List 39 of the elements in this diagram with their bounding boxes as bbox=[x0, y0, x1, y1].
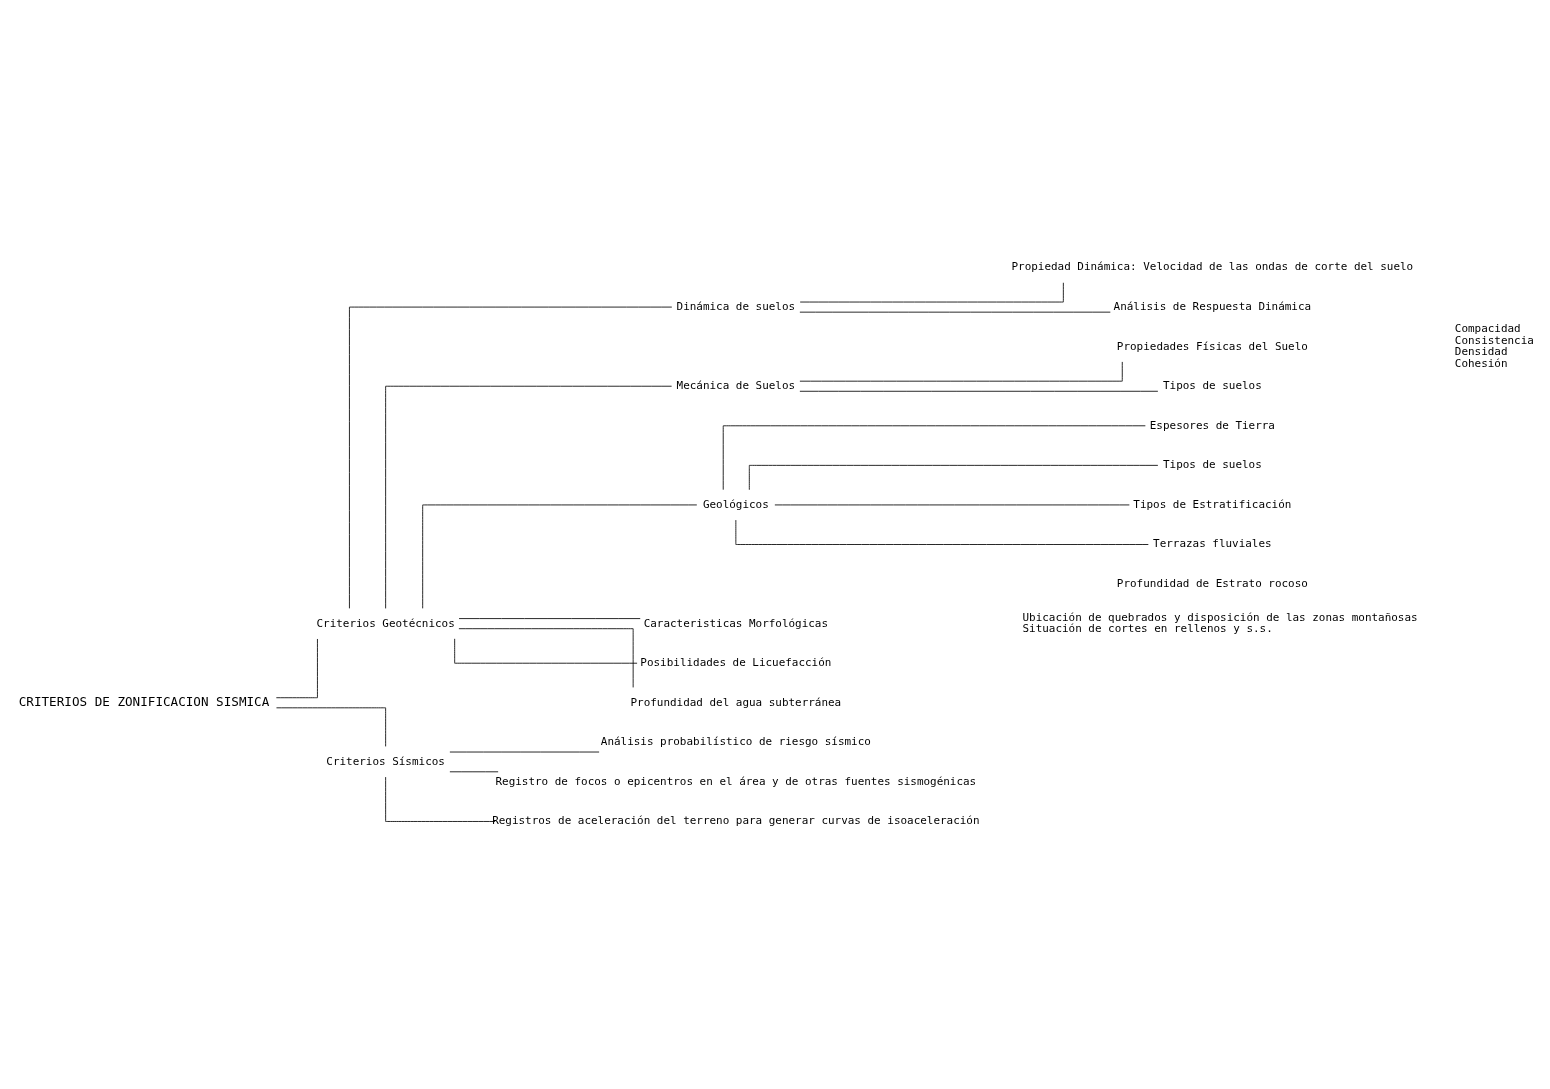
node-text: Posibilidades de Licuefacción bbox=[640, 656, 832, 670]
connector bbox=[454, 638, 638, 664]
connector bbox=[276, 707, 387, 747]
connector bbox=[458, 618, 641, 619]
node-label: Densidad bbox=[1454, 345, 1508, 359]
node-label: Situación de cortes en rellenos y s.s. bbox=[1022, 622, 1273, 636]
node-text: Dinámica de suelos bbox=[676, 299, 796, 313]
node-text: Mecánica de Suelos bbox=[676, 379, 796, 393]
connector bbox=[735, 519, 1149, 545]
node-text: Registro de focos o epicentros en el área y de otras fuentes sismogénicas bbox=[495, 774, 977, 788]
node-text: Análisis probabilístico de riesgo sísmico bbox=[600, 735, 871, 749]
node-text: Propiedad Dinámica: Velocidad de las ondas de corte del suelo bbox=[1011, 260, 1414, 274]
connector bbox=[748, 464, 1159, 491]
node-text: Geológicos bbox=[702, 497, 769, 511]
connector bbox=[349, 306, 673, 609]
node-text: Tipos de suelos bbox=[1162, 379, 1262, 393]
node-text: Criterios Geotécnicos bbox=[316, 616, 455, 630]
node-label: Ubicación de quebrados y disposición de las zonas montañosas bbox=[1022, 610, 1418, 624]
connector bbox=[385, 385, 673, 609]
node-label: Consistencia bbox=[1454, 333, 1534, 347]
node-label: Cohesión bbox=[1454, 357, 1508, 371]
node-text: CRITERIOS DE ZONIFICACION SISMICA bbox=[18, 693, 270, 709]
connector bbox=[458, 628, 634, 688]
node-text: Profundidad del agua subterránea bbox=[630, 695, 842, 709]
node-text: Espesores de Tierra bbox=[1149, 418, 1275, 432]
connector bbox=[799, 282, 1064, 303]
connector bbox=[275, 638, 318, 699]
node-text: Análisis de Respuesta Dinámica bbox=[1113, 299, 1312, 313]
node-text: Tipos de suelos bbox=[1162, 458, 1262, 472]
node-text: Propiedades Físicas del Suelo bbox=[1116, 339, 1308, 353]
node-label: Compacidad bbox=[1454, 321, 1521, 335]
label: Profundidad de Estrato rocoso bbox=[1116, 576, 1308, 590]
connector bbox=[385, 776, 496, 822]
node-text: Registros de aceleración del terreno para generar curvas de isoaceleración bbox=[492, 814, 980, 828]
node-text: Terrazas fluviales bbox=[1153, 537, 1272, 551]
node-text: Tipos de Estratificación bbox=[1133, 497, 1292, 511]
node-text: Caracteristicas Morfológicas bbox=[643, 616, 829, 630]
connector bbox=[422, 504, 698, 609]
node-text: Criterios Sísmicos bbox=[326, 754, 445, 768]
